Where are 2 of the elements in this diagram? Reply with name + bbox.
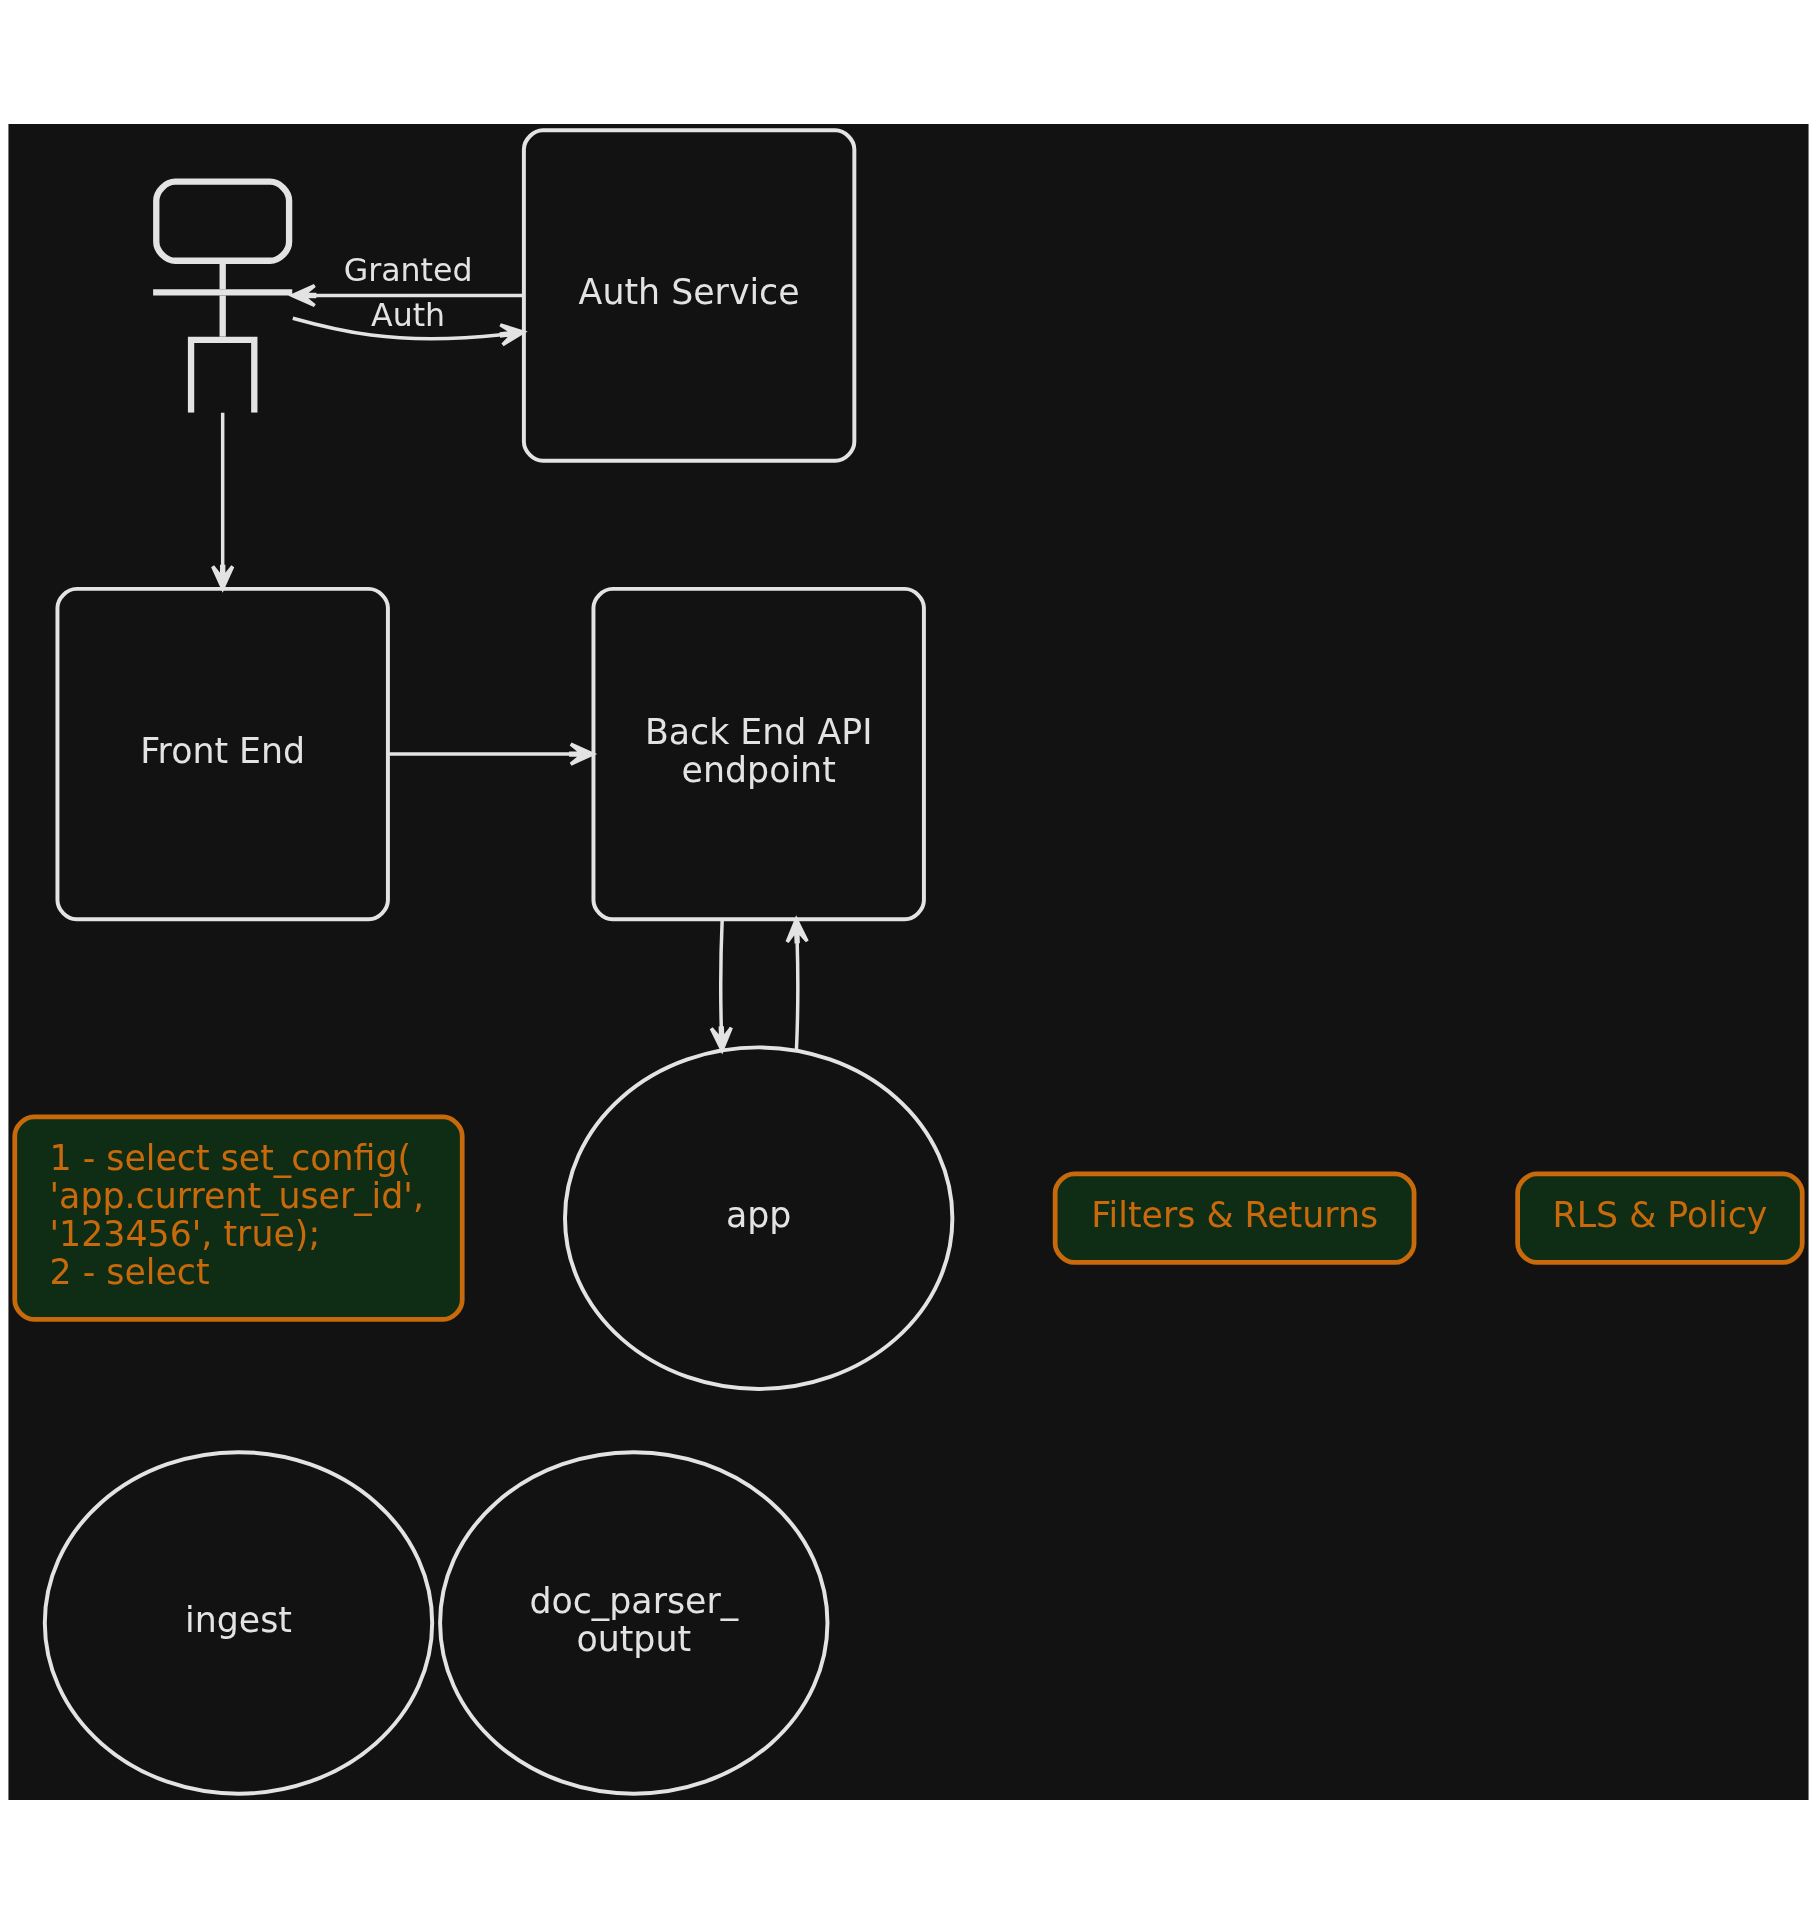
edge-label: Auth — [371, 296, 446, 333]
edge-label: Granted — [343, 251, 473, 288]
